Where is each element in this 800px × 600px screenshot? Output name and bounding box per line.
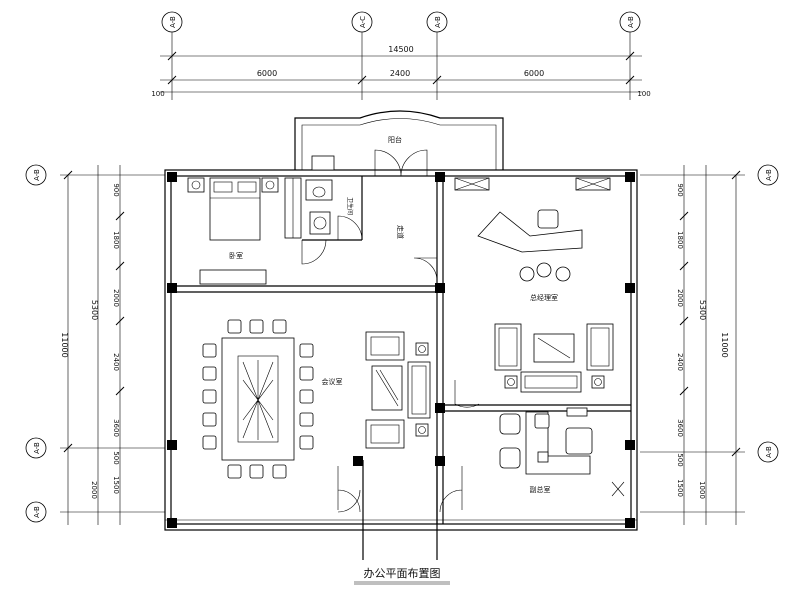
left-dimension-lines <box>60 165 165 525</box>
dim-left-seg-6: 500 <box>112 451 120 464</box>
bathroom <box>305 179 363 241</box>
dim-left-seg-5: 3600 <box>112 419 120 437</box>
bedroom <box>187 177 327 285</box>
dim-top-seg-1: 6000 <box>257 69 277 78</box>
svg-text:A-B: A-B <box>434 16 442 28</box>
axis-bubble-left-3: A-B <box>25 501 47 523</box>
dim-left-seg-4: 2400 <box>112 353 120 371</box>
room-label-bedroom: 卧室 <box>229 251 243 260</box>
svg-text:A-C: A-C <box>359 16 367 28</box>
meeting-room <box>202 319 431 479</box>
dim-right-seg-1: 900 <box>676 183 684 196</box>
room-label-bathroom: 卫生间 <box>346 197 354 215</box>
svg-text:A-B: A-B <box>33 506 41 518</box>
dim-left-total: 11000 <box>60 332 69 357</box>
dim-top-seg-3: 6000 <box>524 69 544 78</box>
svg-text:A-B: A-B <box>765 446 773 458</box>
dim-right-seg-5: 3600 <box>676 419 684 437</box>
dim-right-total: 11000 <box>720 332 729 357</box>
door-corridor <box>413 257 438 282</box>
dim-top-end-left: 100 <box>151 90 164 98</box>
dim-left-seg-1: 900 <box>112 183 120 196</box>
door-balcony <box>374 149 428 177</box>
axis-bubble-top-4: A-B <box>619 11 641 33</box>
room-label-balcony: 阳台 <box>388 135 402 144</box>
svg-text:A-B: A-B <box>169 16 177 28</box>
dim-top-total: 14500 <box>388 45 413 54</box>
axis-bubble-top-2: A-C <box>351 11 373 33</box>
dim-right-seg-8: 1000 <box>698 481 706 499</box>
dim-right-seg-2: 1800 <box>676 231 684 249</box>
office-deputy <box>499 407 625 497</box>
svg-text:A-B: A-B <box>33 169 41 181</box>
svg-text:A-B: A-B <box>33 442 41 454</box>
svg-text:A-B: A-B <box>765 169 773 181</box>
dim-top-end-right: 100 <box>637 90 650 98</box>
dim-top-seg-2: 2400 <box>390 69 410 78</box>
svg-text:A-B: A-B <box>627 16 635 28</box>
dim-right-sub: 5300 <box>698 300 707 320</box>
room-label-office-b: 副总室 <box>530 485 551 494</box>
entrance <box>337 460 463 560</box>
dim-left-sub: 5300 <box>90 300 99 320</box>
axis-bubble-right-2: A-B <box>757 441 779 463</box>
axis-bubble-right-1: A-B <box>757 164 779 186</box>
dim-right-seg-7: 1500 <box>676 479 684 497</box>
dim-right-seg-3: 2000 <box>676 289 684 307</box>
dim-left-seg-8: 2000 <box>90 481 98 499</box>
axis-bubble-left-1: A-B <box>25 164 47 186</box>
dim-right-seg-4: 2400 <box>676 353 684 371</box>
axis-bubble-top-3: A-B <box>426 11 448 33</box>
dim-left-seg-7: 1500 <box>112 476 120 494</box>
axis-bubble-left-2: A-B <box>25 437 47 459</box>
axis-bubble-top-1: A-B <box>161 11 183 33</box>
room-label-office-a: 总经理室 <box>530 293 558 302</box>
dim-right-seg-6: 500 <box>676 453 684 466</box>
dim-left-seg-3: 2000 <box>112 289 120 307</box>
room-label-meeting: 会议室 <box>322 377 343 386</box>
drawing-title-block: 办公平面布置图 <box>354 567 450 585</box>
drawing-title: 办公平面布置图 <box>364 567 441 580</box>
right-dimension-lines <box>640 165 745 525</box>
structural-columns <box>167 172 635 528</box>
office-general-manager <box>454 177 614 408</box>
dim-left-seg-2: 1800 <box>112 231 120 249</box>
room-label-corridor: 走道 <box>396 225 405 239</box>
balcony <box>294 110 504 171</box>
top-dimension-lines <box>160 32 642 100</box>
